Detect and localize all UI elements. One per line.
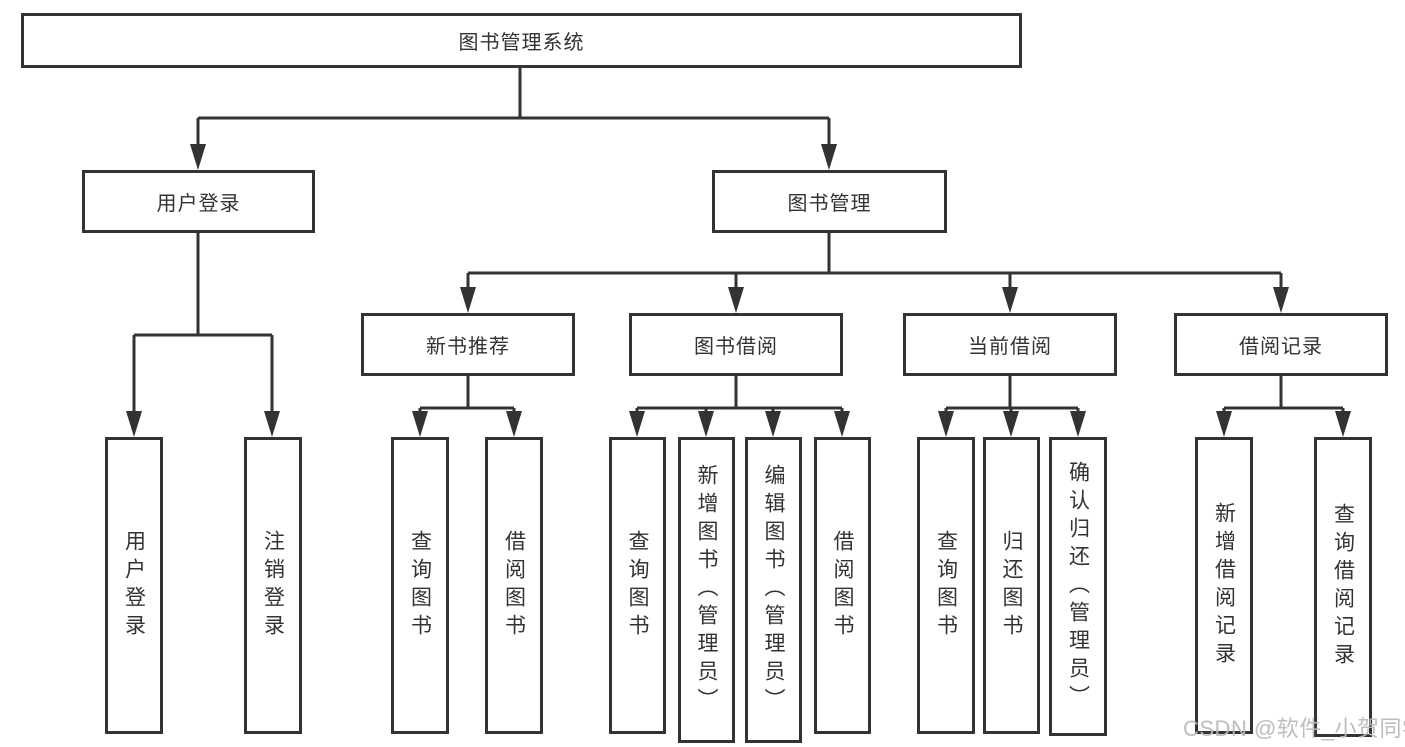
- arrowhead-down-icon: [1273, 287, 1289, 313]
- leaf-cb-return-book-label: 归还图书: [1000, 529, 1023, 642]
- arrowhead-down-icon: [1002, 287, 1018, 313]
- leaf-user-login-label: 用户登录: [122, 529, 146, 642]
- leaf-bb-add-book-label: 新增图书（管理员）: [695, 464, 718, 716]
- arrowhead-down-icon: [698, 411, 714, 437]
- leaf-cb-query-book-label: 查询图书: [934, 529, 958, 642]
- leaf-cb-query-book: 查询图书: [917, 437, 975, 734]
- leaf-bb-add-book: 新增图书（管理员）: [678, 437, 735, 743]
- node-root: 图书管理系统: [21, 13, 1022, 68]
- leaf-nb-query-book: 查询图书: [391, 437, 449, 734]
- node-new-book-recommend-label: 新书推荐: [426, 336, 510, 358]
- node-book-borrow-label: 图书借阅: [694, 336, 778, 358]
- leaf-bb-borrow-book: 借阅图书: [814, 437, 871, 734]
- leaf-bb-edit-book-label: 编辑图书（管理员）: [762, 464, 785, 716]
- leaf-br-query-record: 查询借阅记录: [1314, 437, 1372, 737]
- leaf-nb-query-book-label: 查询图书: [408, 529, 432, 642]
- leaf-bb-edit-book: 编辑图书（管理员）: [745, 437, 802, 743]
- leaf-logout-label: 注销登录: [261, 529, 285, 642]
- node-borrow-record-label: 借阅记录: [1239, 336, 1323, 358]
- node-book-borrow: 图书借阅: [629, 313, 843, 376]
- node-book-management: 图书管理: [712, 170, 947, 233]
- arrowhead-down-icon: [821, 144, 837, 170]
- arrowhead-down-icon: [765, 411, 781, 437]
- arrowhead-down-icon: [629, 411, 645, 437]
- leaf-nb-borrow-book: 借阅图书: [485, 437, 543, 734]
- leaf-cb-confirm-return-label: 确认归还（管理员）: [1066, 460, 1090, 713]
- leaf-bb-query-book: 查询图书: [609, 437, 666, 734]
- arrowhead-down-icon: [938, 411, 954, 437]
- arrowhead-down-icon: [1003, 411, 1019, 437]
- leaf-br-query-record-label: 查询借阅记录: [1331, 503, 1355, 671]
- node-new-book-recommend: 新书推荐: [361, 313, 575, 376]
- leaf-br-add-record: 新增借阅记录: [1195, 437, 1253, 734]
- arrowhead-down-icon: [460, 287, 476, 313]
- arrowhead-down-icon: [834, 411, 850, 437]
- arrowhead-down-icon: [126, 411, 142, 437]
- node-current-borrow-label: 当前借阅: [968, 336, 1052, 358]
- leaf-bb-borrow-book-label: 借阅图书: [831, 529, 854, 642]
- csdn-watermark: CSDN @软件_小贺同学: [1183, 716, 1405, 741]
- node-root-label: 图书管理系统: [458, 32, 585, 54]
- node-user-login: 用户登录: [82, 170, 315, 233]
- arrowhead-down-icon: [728, 287, 744, 313]
- arrowhead-down-icon: [190, 144, 206, 170]
- arrowhead-down-icon: [1216, 411, 1232, 437]
- leaf-user-login: 用户登录: [105, 437, 163, 734]
- arrowhead-down-icon: [506, 411, 522, 437]
- node-book-management-label: 图书管理: [787, 193, 872, 215]
- node-borrow-record: 借阅记录: [1174, 313, 1388, 376]
- node-current-borrow: 当前借阅: [903, 313, 1117, 376]
- leaf-cb-confirm-return: 确认归还（管理员）: [1049, 437, 1107, 736]
- leaf-logout: 注销登录: [244, 437, 302, 734]
- arrowhead-down-icon: [264, 411, 280, 437]
- leaf-cb-return-book: 归还图书: [983, 437, 1040, 734]
- arrowhead-down-icon: [412, 411, 428, 437]
- arrowhead-down-icon: [1335, 411, 1351, 437]
- leaf-nb-borrow-book-label: 借阅图书: [502, 529, 526, 642]
- leaf-bb-query-book-label: 查询图书: [626, 529, 649, 642]
- node-user-login-label: 用户登录: [156, 193, 241, 215]
- arrowhead-down-icon: [1070, 411, 1086, 437]
- leaf-br-add-record-label: 新增借阅记录: [1212, 501, 1236, 670]
